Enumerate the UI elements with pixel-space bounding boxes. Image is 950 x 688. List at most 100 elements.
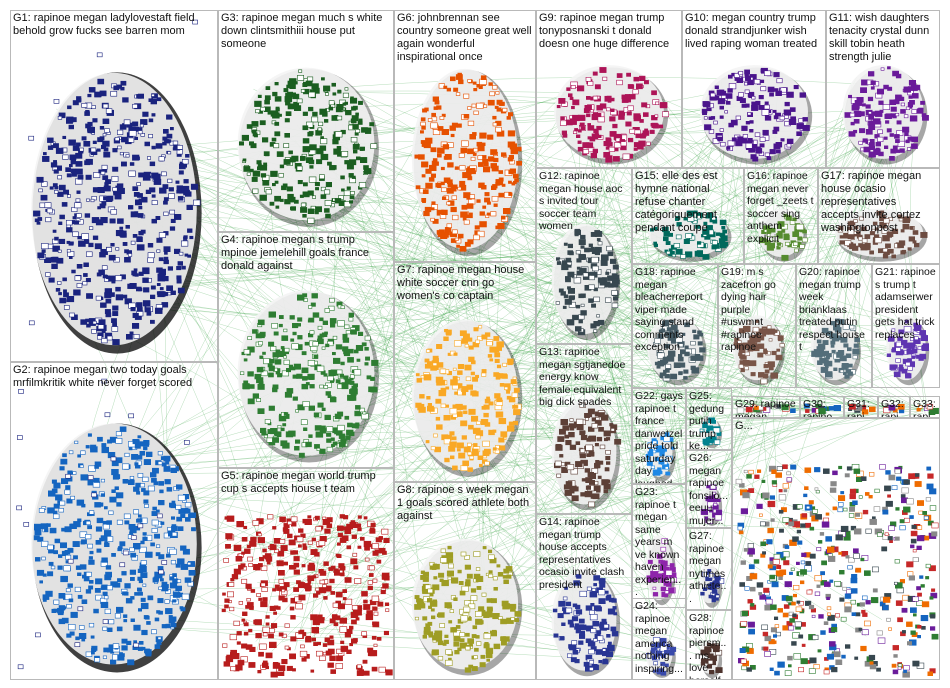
node	[77, 594, 83, 599]
node	[128, 137, 135, 143]
node	[165, 608, 173, 615]
node	[87, 525, 92, 530]
edge	[123, 129, 895, 411]
node	[166, 114, 173, 120]
node	[91, 645, 98, 651]
node	[67, 105, 72, 110]
node	[155, 216, 161, 221]
node	[154, 617, 160, 622]
edge	[503, 329, 665, 392]
node	[53, 169, 59, 174]
node	[144, 615, 150, 620]
node	[174, 214, 182, 220]
node	[111, 326, 119, 332]
node	[138, 514, 142, 518]
node	[133, 509, 139, 515]
node	[39, 580, 44, 584]
edge	[666, 125, 774, 652]
node	[115, 294, 124, 301]
node	[115, 247, 120, 251]
node	[115, 275, 123, 282]
edge	[114, 158, 817, 411]
node	[58, 292, 62, 296]
node	[155, 552, 161, 557]
node	[139, 450, 146, 456]
node	[86, 198, 90, 202]
node	[143, 499, 149, 504]
node	[114, 193, 122, 200]
node	[151, 218, 158, 224]
node	[108, 510, 114, 515]
node	[100, 217, 108, 224]
node	[112, 311, 117, 316]
node	[95, 295, 102, 301]
node	[136, 244, 145, 251]
node	[79, 564, 87, 570]
node	[68, 450, 74, 455]
node	[103, 119, 110, 125]
edge	[314, 355, 821, 412]
node	[167, 151, 172, 155]
node	[133, 121, 139, 126]
node	[115, 286, 121, 292]
node	[150, 294, 156, 300]
node	[38, 507, 45, 513]
node	[99, 90, 107, 97]
node	[57, 175, 62, 180]
node	[77, 236, 82, 240]
node	[171, 516, 176, 520]
edge	[500, 412, 820, 569]
node	[156, 282, 161, 286]
node	[89, 226, 94, 230]
node	[109, 292, 115, 297]
node	[58, 605, 66, 611]
node	[83, 273, 88, 277]
edge	[666, 124, 862, 455]
node	[128, 479, 135, 485]
node	[53, 513, 60, 519]
node	[158, 586, 163, 591]
edge	[586, 129, 830, 409]
node	[53, 550, 58, 555]
node	[105, 108, 113, 114]
node	[138, 206, 143, 210]
node	[62, 277, 67, 282]
node	[106, 520, 112, 525]
edge	[452, 146, 608, 569]
node	[101, 446, 110, 454]
node	[190, 183, 199, 190]
node	[136, 182, 141, 186]
edge	[702, 109, 904, 651]
node	[116, 626, 123, 632]
node	[158, 481, 164, 486]
node	[49, 507, 55, 513]
node	[41, 249, 46, 253]
node	[41, 181, 48, 187]
node	[138, 231, 144, 236]
node	[114, 486, 119, 491]
edge	[293, 97, 893, 369]
node	[160, 456, 166, 461]
node	[151, 113, 156, 117]
node	[169, 576, 175, 581]
node	[148, 118, 154, 123]
node	[148, 134, 153, 139]
edge	[114, 98, 906, 465]
node	[42, 598, 47, 602]
node	[140, 572, 148, 578]
node	[133, 268, 138, 272]
node	[121, 638, 128, 644]
node	[147, 243, 154, 248]
node	[129, 162, 135, 166]
node	[142, 111, 149, 117]
node	[133, 192, 140, 197]
node	[134, 592, 139, 596]
node	[172, 591, 181, 598]
node	[128, 170, 136, 177]
node	[157, 636, 162, 640]
node	[115, 437, 123, 444]
node	[129, 531, 134, 535]
node	[117, 145, 122, 150]
node	[101, 337, 108, 344]
